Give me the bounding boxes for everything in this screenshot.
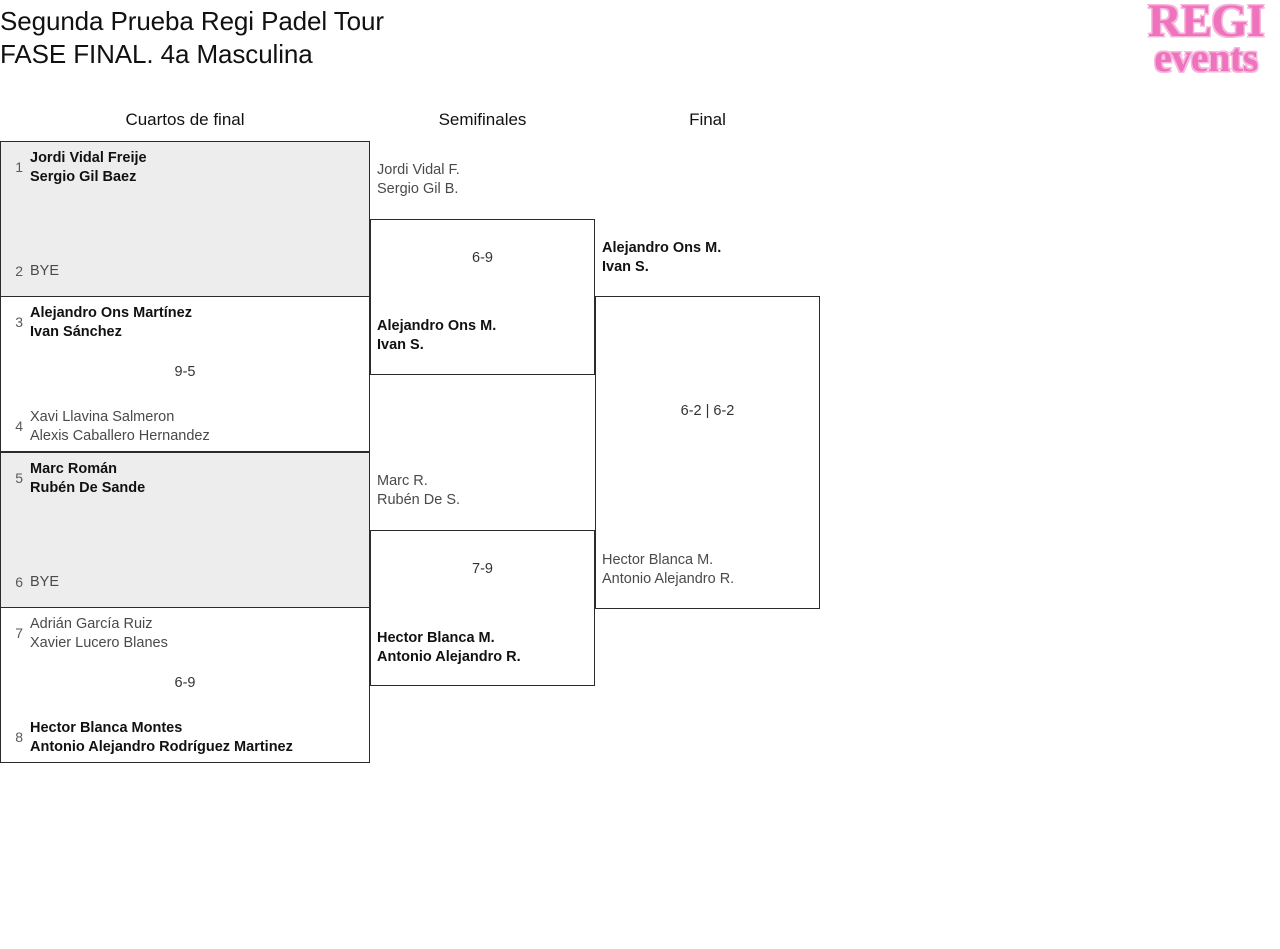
match-quarterfinal-4[interactable]: 7 Adrián García Ruiz Xavier Lucero Blane… (0, 607, 370, 763)
semifinal-2-team-bottom: Hector Blanca M. Antonio Alejandro R. (377, 630, 521, 665)
match-slot-bottom[interactable]: 8 Hector Blanca Montes Antonio Alejandro… (1, 719, 369, 756)
match-slot-top[interactable]: 1 Jordi Vidal Freije Sergio Gil Baez (1, 149, 369, 186)
seed-number: 1 (15, 159, 23, 175)
team-names: Adrián García Ruiz Xavier Lucero Blanes (30, 616, 168, 651)
match-semifinal-2[interactable]: 7-9 (370, 530, 595, 686)
page-header: Segunda Prueba Regi Padel Tour FASE FINA… (0, 0, 1280, 92)
semifinal-1-team-bottom: Alejandro Ons M. Ivan S. (377, 318, 497, 353)
round-header-final: Final (689, 110, 726, 129)
page-title: Segunda Prueba Regi Padel Tour FASE FINA… (0, 5, 384, 71)
round-header-quarterfinals: Cuartos de final (125, 110, 245, 129)
final-team-top: Alejandro Ons M. Ivan S. (602, 240, 722, 275)
team-names: Xavi Llavina Salmeron Alexis Caballero H… (30, 409, 210, 444)
seed-number: 6 (15, 574, 23, 590)
logo-events-text: events (1154, 35, 1258, 81)
match-score: 9-5 (174, 364, 196, 380)
seed-number: 4 (15, 418, 23, 434)
match-slot-bottom[interactable]: 6 BYE (1, 564, 369, 592)
logo-regi-text: REGI (1147, 0, 1265, 47)
seed-number: 3 (15, 314, 23, 330)
team-names: Jordi Vidal Freije Sergio Gil Baez (30, 150, 147, 185)
page-title-line-1: Segunda Prueba Regi Padel Tour (0, 6, 384, 36)
final-team-bottom: Hector Blanca M. Antonio Alejandro R. (602, 552, 735, 587)
match-final[interactable]: 6-2 | 6-2 (595, 296, 820, 609)
match-slot-top[interactable]: 7 Adrián García Ruiz Xavier Lucero Blane… (1, 615, 369, 652)
team-names: Hector Blanca Montes Antonio Alejandro R… (30, 720, 293, 755)
team-names: BYE (30, 263, 60, 279)
match-quarterfinal-1[interactable]: 1 Jordi Vidal Freije Sergio Gil Baez 2 B… (0, 141, 370, 297)
match-slot-top[interactable]: 5 Marc Román Rubén De Sande (1, 460, 369, 497)
match-slot-top[interactable]: 3 Alejandro Ons Martínez Ivan Sánchez (1, 304, 369, 341)
match-quarterfinal-2[interactable]: 3 Alejandro Ons Martínez Ivan Sánchez 9-… (0, 296, 370, 452)
match-score: 6-9 (472, 250, 493, 266)
match-score: 6-2 | 6-2 (680, 403, 735, 419)
match-slot-bottom[interactable]: 4 Xavi Llavina Salmeron Alexis Caballero… (1, 408, 369, 445)
semifinal-1-team-top: Jordi Vidal F. Sergio Gil B. (377, 162, 460, 197)
team-names: Marc Román Rubén De Sande (30, 461, 146, 496)
page-title-line-2: FASE FINAL. 4a Masculina (0, 39, 313, 69)
seed-number: 5 (15, 470, 23, 486)
regi-events-logo: REGI events (1140, 0, 1272, 88)
seed-number: 2 (15, 263, 23, 279)
semifinal-2-team-top: Marc R. Rubén De S. (377, 473, 461, 508)
seed-number: 7 (15, 625, 23, 641)
match-quarterfinal-3[interactable]: 5 Marc Román Rubén De Sande 6 BYE (0, 452, 370, 608)
team-names: Alejandro Ons Martínez Ivan Sánchez (30, 305, 192, 340)
seed-number: 8 (15, 729, 23, 745)
match-score: 7-9 (472, 561, 493, 577)
match-slot-bottom[interactable]: 2 BYE (1, 253, 369, 281)
round-header-semifinals: Semifinales (438, 110, 527, 129)
match-score: 6-9 (174, 675, 196, 691)
match-semifinal-1[interactable]: 6-9 (370, 219, 595, 375)
team-names: BYE (30, 574, 60, 590)
